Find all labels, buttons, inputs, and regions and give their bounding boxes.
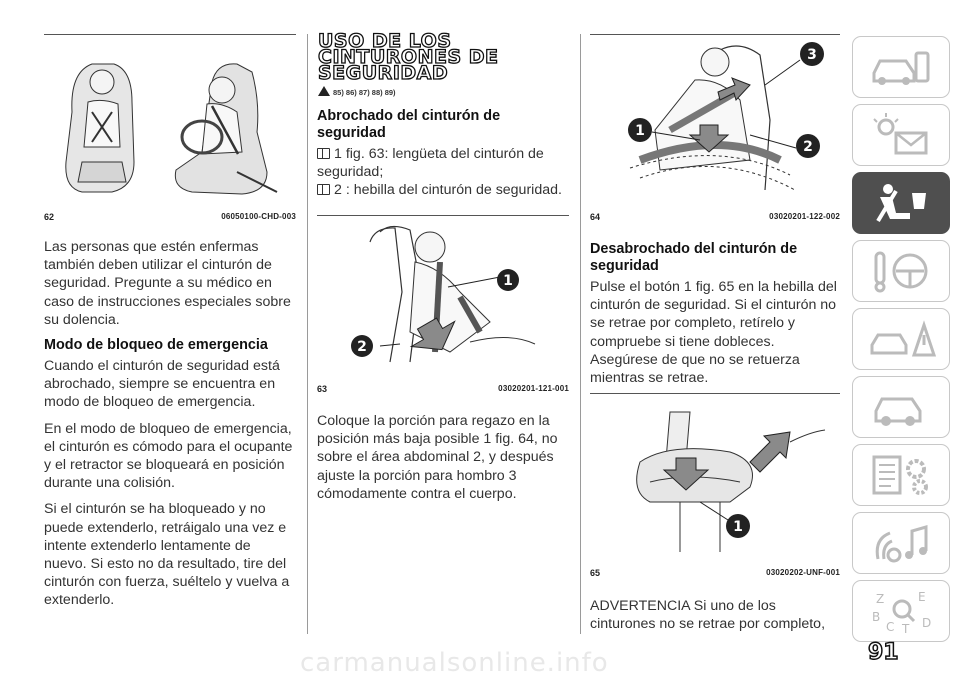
index-letter: E — [918, 590, 926, 604]
list-item: 2 : hebilla del cinturón de seguridad. — [317, 181, 569, 199]
col3-text-bottom: ADVERTENCIA Si uno de los cinturones no … — [590, 597, 840, 641]
reference-numbers: 85) 86) 87) 88) 89) — [333, 88, 396, 97]
tab-index[interactable]: Z E B C T D — [852, 580, 950, 642]
car-info-icon — [872, 51, 930, 85]
rule-col1-top — [44, 34, 296, 35]
seatbelt-tongue-buckle-illustration: 1 2 — [351, 225, 536, 363]
index-letter: Z — [876, 592, 884, 606]
figure-code: 03020201-122-002 — [769, 212, 840, 221]
figure-63: 1 2 — [340, 222, 540, 372]
column-divider-1 — [307, 34, 308, 634]
title-line: CINTURONES DE — [317, 46, 499, 68]
book-reference-icon — [317, 148, 330, 159]
tab-car-info[interactable] — [852, 36, 950, 98]
paragraph: Pulse el botón 1 fig. 65 en la hebilla d… — [590, 279, 837, 387]
paragraph: Coloque la porción para regazo en la pos… — [317, 413, 558, 502]
rule-col3-top — [590, 34, 840, 35]
index-letter: T — [901, 622, 910, 635]
multimedia-icon — [875, 525, 928, 563]
figure-63-caption: 63 03020201-121-001 — [317, 384, 569, 394]
list-item-text: 2 : hebilla del cinturón de seguridad. — [334, 182, 562, 199]
tab-warning-lights[interactable] — [852, 104, 950, 166]
list-item-text: 1 fig. 63: lengüeta del cinturón de segu… — [317, 146, 544, 181]
warning-triangle-icon — [318, 86, 330, 96]
child-seat-illustration — [65, 63, 278, 195]
tab-emergency[interactable] — [852, 308, 950, 370]
paragraph: Si el cinturón se ha bloqueado y no pued… — [44, 501, 290, 609]
page-number: 91 — [867, 639, 899, 666]
col3-text-top: Desabrochado del cinturón de seguridad P… — [590, 241, 840, 395]
car-warning-triangle-icon — [870, 320, 936, 357]
figure-65: 1 — [610, 402, 830, 554]
paragraph: Las personas que estén enfermas también … — [44, 239, 291, 328]
figure-64-caption: 64 03020201-122-002 — [590, 212, 840, 222]
callout-2: 2 — [803, 139, 813, 155]
figure-code: 03020202-UNF-001 — [766, 568, 840, 577]
heading-emergency-lock: Modo de bloqueo de emergencia — [44, 337, 268, 354]
index-letter: C — [886, 620, 894, 634]
figure-number: 63 — [317, 384, 328, 394]
callout-1: 1 — [635, 123, 645, 139]
tab-starting-driving[interactable] — [852, 240, 950, 302]
figure-62 — [52, 42, 288, 200]
col2-text-bottom: Coloque la porción para regazo en la pos… — [317, 412, 569, 511]
list-item: 1 fig. 63: lengüeta del cinturón de segu… — [317, 145, 569, 181]
rule-fig63-top — [317, 215, 569, 216]
specs-gears-icon — [872, 455, 928, 495]
title-line: USO DE LOS — [317, 30, 452, 52]
lap-shoulder-belt-illustration: 3 1 2 — [628, 42, 824, 191]
key-steering-icon — [874, 251, 928, 293]
index-letter: D — [922, 616, 931, 630]
warning-lights-icon — [873, 113, 928, 155]
callout-1: 1 — [503, 273, 513, 289]
figure-64: 3 1 2 — [600, 40, 832, 198]
tab-maintenance[interactable] — [852, 376, 950, 438]
callout-2: 2 — [357, 339, 367, 355]
heading-fastening: Abrochado del cinturón de seguridad — [317, 108, 501, 141]
col1-text: Las personas que estén enfermas también … — [44, 238, 296, 618]
car-service-icon — [874, 397, 922, 426]
buckle-release-illustration: 1 — [636, 411, 826, 552]
book-reference-icon — [317, 184, 330, 196]
callout-3: 3 — [807, 47, 817, 63]
paragraph: En el modo de bloqueo de emergencia, el … — [44, 420, 293, 492]
paragraph: ADVERTENCIA Si uno de los cinturones no … — [590, 598, 826, 633]
column-divider-2 — [580, 34, 581, 634]
callout-1: 1 — [733, 519, 743, 535]
warning-references: 85) 86) 87) 88) 89) — [318, 86, 396, 97]
figure-number: 65 — [590, 568, 601, 578]
rule-fig65-top — [590, 393, 840, 394]
index-search-icon: Z E B C T D — [872, 590, 931, 635]
figure-code: 03020201-121-001 — [498, 384, 569, 393]
paragraph: Cuando el cinturón de seguridad está abr… — [44, 358, 280, 411]
index-letter: B — [872, 610, 880, 624]
col2-text-top: Abrochado del cinturón de seguridad 1 fi… — [317, 108, 569, 200]
figure-number: 64 — [590, 212, 601, 222]
watermark: carmanualsonline.info — [300, 648, 609, 678]
figure-65-caption: 65 03020202-UNF-001 — [590, 568, 840, 578]
seat-airbag-icon — [876, 184, 926, 223]
tab-safety[interactable] — [852, 172, 950, 234]
figure-62-caption: 62 06050100-CHD-003 — [44, 212, 296, 222]
title-line: SEGURIDAD — [317, 62, 449, 84]
figure-code: 06050100-CHD-003 — [221, 212, 296, 221]
heading-unfastening: Desabrochado del cinturón de seguridad — [590, 241, 798, 274]
tab-multimedia[interactable] — [852, 512, 950, 574]
tab-technical-data[interactable] — [852, 444, 950, 506]
section-title: USO DE LOS CINTURONES DE SEGURIDAD — [317, 30, 499, 84]
chapter-tabs: Z E B C T D — [852, 36, 952, 648]
figure-number: 62 — [44, 212, 55, 222]
